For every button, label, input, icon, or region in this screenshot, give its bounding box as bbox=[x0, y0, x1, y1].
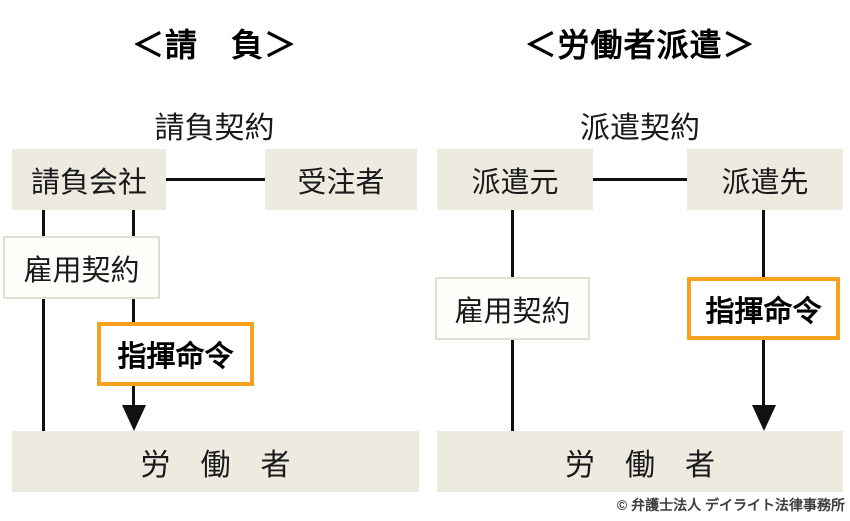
haken-contract-label: 派遣契約 bbox=[580, 112, 700, 145]
ukeoi-contract-connector-line bbox=[166, 178, 265, 181]
haken-workers-label: 労 働 者 bbox=[565, 448, 715, 482]
ukeoi-arrowhead-icon bbox=[122, 405, 146, 431]
haken-employment-contract-box: 雇用契約 bbox=[435, 277, 590, 340]
ukeoi-arrow-stem bbox=[132, 386, 135, 408]
ukeoi-employment-line bbox=[42, 210, 45, 431]
ukeoi-company-box: 請負会社 bbox=[12, 149, 166, 210]
haken-source-box: 派遣元 bbox=[437, 149, 593, 210]
haken-arrowhead-icon bbox=[752, 405, 776, 431]
haken-title: ＜労働者派遣＞ bbox=[524, 27, 756, 63]
haken-command-line bbox=[762, 210, 765, 277]
orderer-box: 受注者 bbox=[265, 149, 417, 210]
haken-destination-label: 派遣先 bbox=[721, 166, 809, 199]
haken-arrow-stem bbox=[762, 340, 765, 406]
ukeoi-employment-contract-label: 雇用契約 bbox=[23, 254, 140, 287]
haken-employment-contract-label: 雇用契約 bbox=[454, 295, 571, 328]
ukeoi-command-box: 指揮命令 bbox=[97, 322, 254, 386]
haken-command-box: 指揮命令 bbox=[687, 277, 840, 340]
ukeoi-workers-label: 労 働 者 bbox=[140, 448, 291, 482]
ukeoi-command-label: 指揮命令 bbox=[117, 341, 234, 373]
haken-workers-box: 労 働 者 bbox=[437, 431, 843, 492]
ukeoi-workers-box: 労 働 者 bbox=[12, 431, 419, 492]
orderer-label: 受注者 bbox=[297, 166, 385, 199]
haken-source-label: 派遣元 bbox=[471, 166, 559, 199]
ukeoi-title: ＜請 負＞ bbox=[131, 27, 297, 63]
ukeoi-contract-label: 請負契約 bbox=[154, 112, 275, 145]
ukeoi-company-label: 請負会社 bbox=[30, 166, 147, 199]
haken-contract-connector-line bbox=[593, 178, 687, 181]
ukeoi-employment-contract-box: 雇用契約 bbox=[3, 236, 160, 299]
copyright-notice: © 弁護士法人 デイライト法律事務所 bbox=[616, 497, 845, 513]
haken-destination-box: 派遣先 bbox=[687, 149, 843, 210]
haken-command-label: 指揮命令 bbox=[705, 295, 822, 328]
